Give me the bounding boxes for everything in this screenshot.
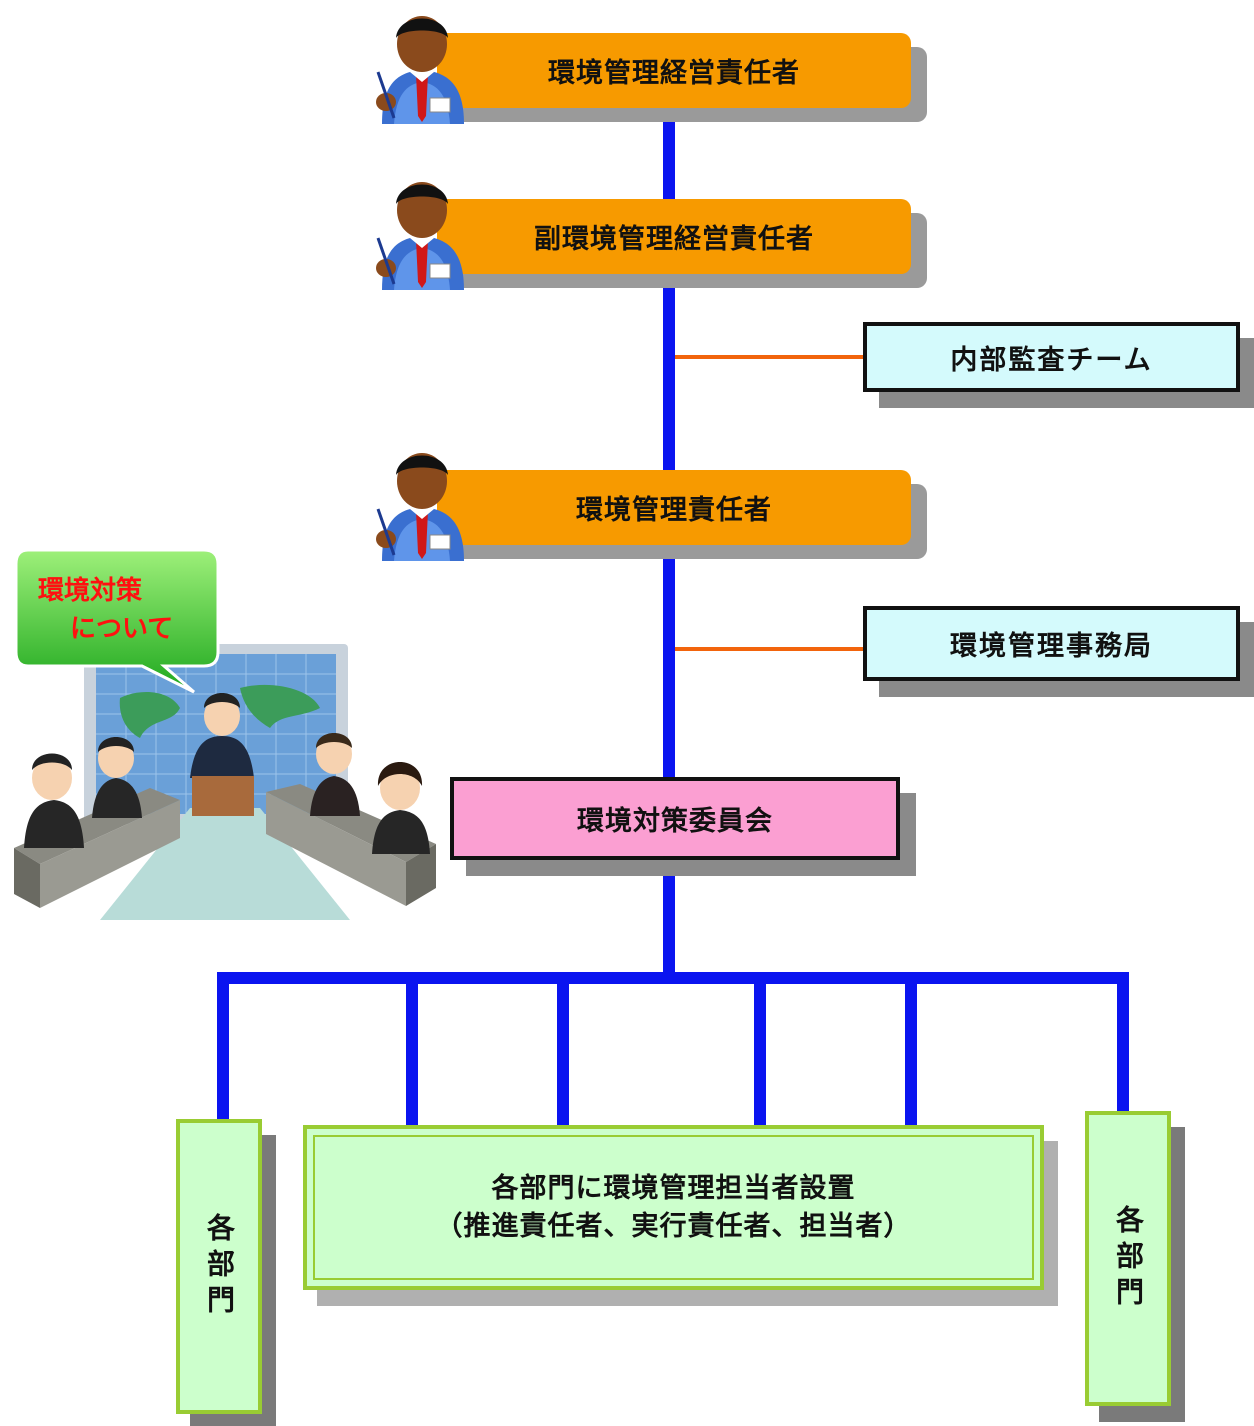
manager-label: 環境管理責任者 <box>576 495 772 526</box>
drop-line-1 <box>217 978 229 1124</box>
businessman-icon-1 <box>376 16 464 124</box>
committee-box: 環境対策委員会 <box>450 777 900 860</box>
meeting-illustration <box>14 644 436 920</box>
bubble-text-line1: 環境対策 <box>38 576 143 606</box>
drop-line-3 <box>557 978 569 1128</box>
staff-line-1: 各部門に環境管理担当者設置 <box>491 1172 856 1204</box>
department-box-left: 各部門 <box>176 1119 262 1414</box>
businessman-icon-2 <box>376 182 464 290</box>
trunk-line-horizontal <box>217 972 1129 984</box>
branch-line-audit <box>675 355 867 359</box>
staff-box-inner: 各部門に環境管理担当者設置 （推進責任者、実行責任者、担当者） <box>313 1135 1034 1280</box>
businessman-icon-3 <box>376 453 464 561</box>
department-left-label: 各部門 <box>203 1212 236 1321</box>
vice-director-box: 副環境管理経営責任者 <box>437 199 911 274</box>
vice-director-label: 副環境管理経営責任者 <box>534 224 814 255</box>
staff-line-2: （推進責任者、実行責任者、担当者） <box>435 1210 912 1242</box>
director-box: 環境管理経営責任者 <box>437 33 911 108</box>
department-right-label: 各部門 <box>1112 1204 1145 1313</box>
drop-line-5 <box>905 978 917 1128</box>
committee-label: 環境対策委員会 <box>577 806 773 837</box>
staff-box: 各部門に環境管理担当者設置 （推進責任者、実行責任者、担当者） <box>303 1125 1044 1290</box>
office-label: 環境管理事務局 <box>950 631 1153 662</box>
manager-box: 環境管理責任者 <box>437 470 911 545</box>
bubble-text-line2: について <box>70 614 174 644</box>
department-box-right: 各部門 <box>1085 1111 1171 1406</box>
branch-line-office <box>675 647 867 651</box>
drop-line-2 <box>406 978 418 1128</box>
office-box: 環境管理事務局 <box>863 606 1240 681</box>
speech-bubble <box>14 548 220 694</box>
director-label: 環境管理経営責任者 <box>548 58 800 89</box>
audit-team-box: 内部監査チーム <box>863 322 1240 392</box>
drop-line-6 <box>1117 978 1129 1114</box>
drop-line-4 <box>754 978 766 1128</box>
audit-team-label: 内部監査チーム <box>950 344 1153 376</box>
